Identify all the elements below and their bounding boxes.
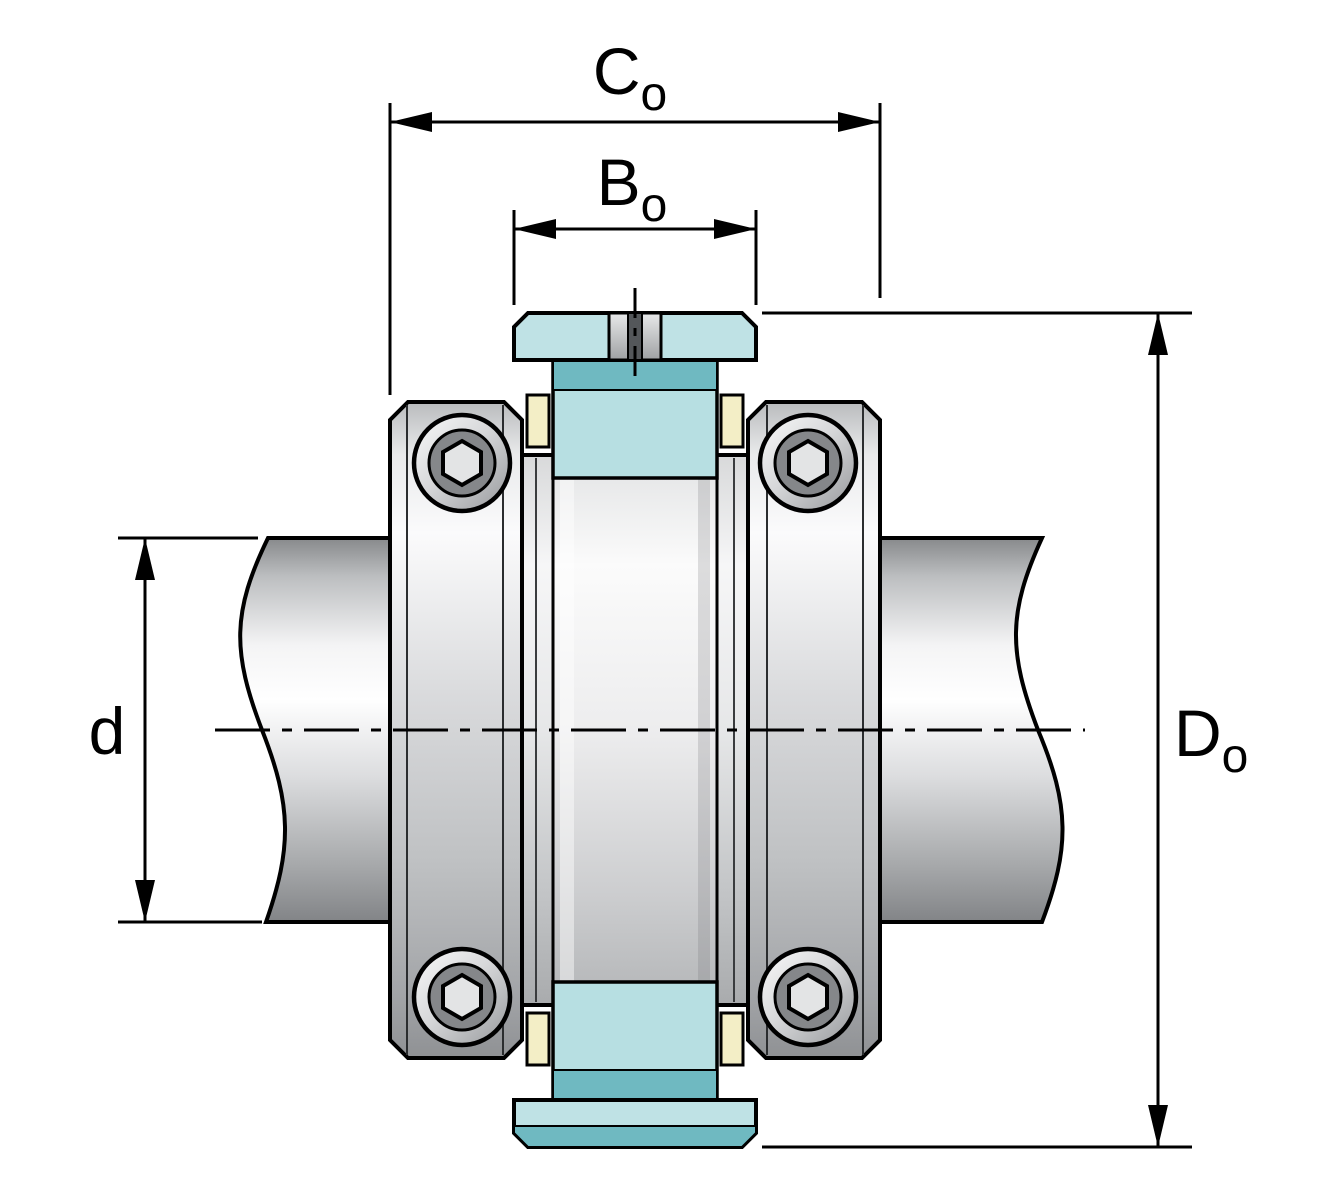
- do-arrowhead-top: [1148, 313, 1168, 355]
- clamp-ring-left-body: [388, 400, 524, 1060]
- socket-screw-top-left: [414, 415, 510, 511]
- spacer-top-left: [525, 393, 551, 449]
- spacer-top-right: [719, 393, 745, 449]
- do-arrowhead-bottom: [1148, 1105, 1168, 1147]
- co-arrowhead-right: [838, 112, 880, 132]
- top-seal-carrier: [551, 358, 719, 480]
- dimension-d: d: [89, 536, 262, 924]
- socket-screw-top-right: [760, 415, 856, 511]
- socket-screw-bottom-left: [414, 949, 510, 1045]
- top-cap: [512, 311, 758, 362]
- co-arrowhead-left: [390, 112, 432, 132]
- socket-screw-bottom-right: [760, 949, 856, 1045]
- bo-arrowhead-left: [514, 219, 556, 239]
- clamp-ring-right: [746, 400, 882, 1060]
- band-highlight: [560, 460, 574, 1000]
- bottom-teal-dark-band: [552, 1069, 718, 1101]
- bo-arrowhead-right: [714, 219, 756, 239]
- label-bo: Bo: [597, 145, 668, 232]
- spacer-bottom-left: [525, 1011, 551, 1067]
- bottom-cap-dark-band: [513, 1125, 757, 1148]
- bottom-seal-carrier: [551, 980, 719, 1102]
- dimension-do: Do: [762, 311, 1248, 1149]
- clamp-ring-right-body: [746, 400, 882, 1060]
- bottom-cap: [512, 1098, 758, 1149]
- d-arrowhead-top: [135, 538, 155, 580]
- label-do: Do: [1174, 696, 1248, 783]
- dimension-co: Co: [388, 34, 882, 395]
- dimension-bo: Bo: [512, 145, 758, 305]
- label-co: Co: [593, 34, 667, 121]
- d-arrowhead-bottom: [135, 880, 155, 922]
- spacer-bottom-right: [719, 1011, 745, 1067]
- label-d: d: [89, 694, 126, 768]
